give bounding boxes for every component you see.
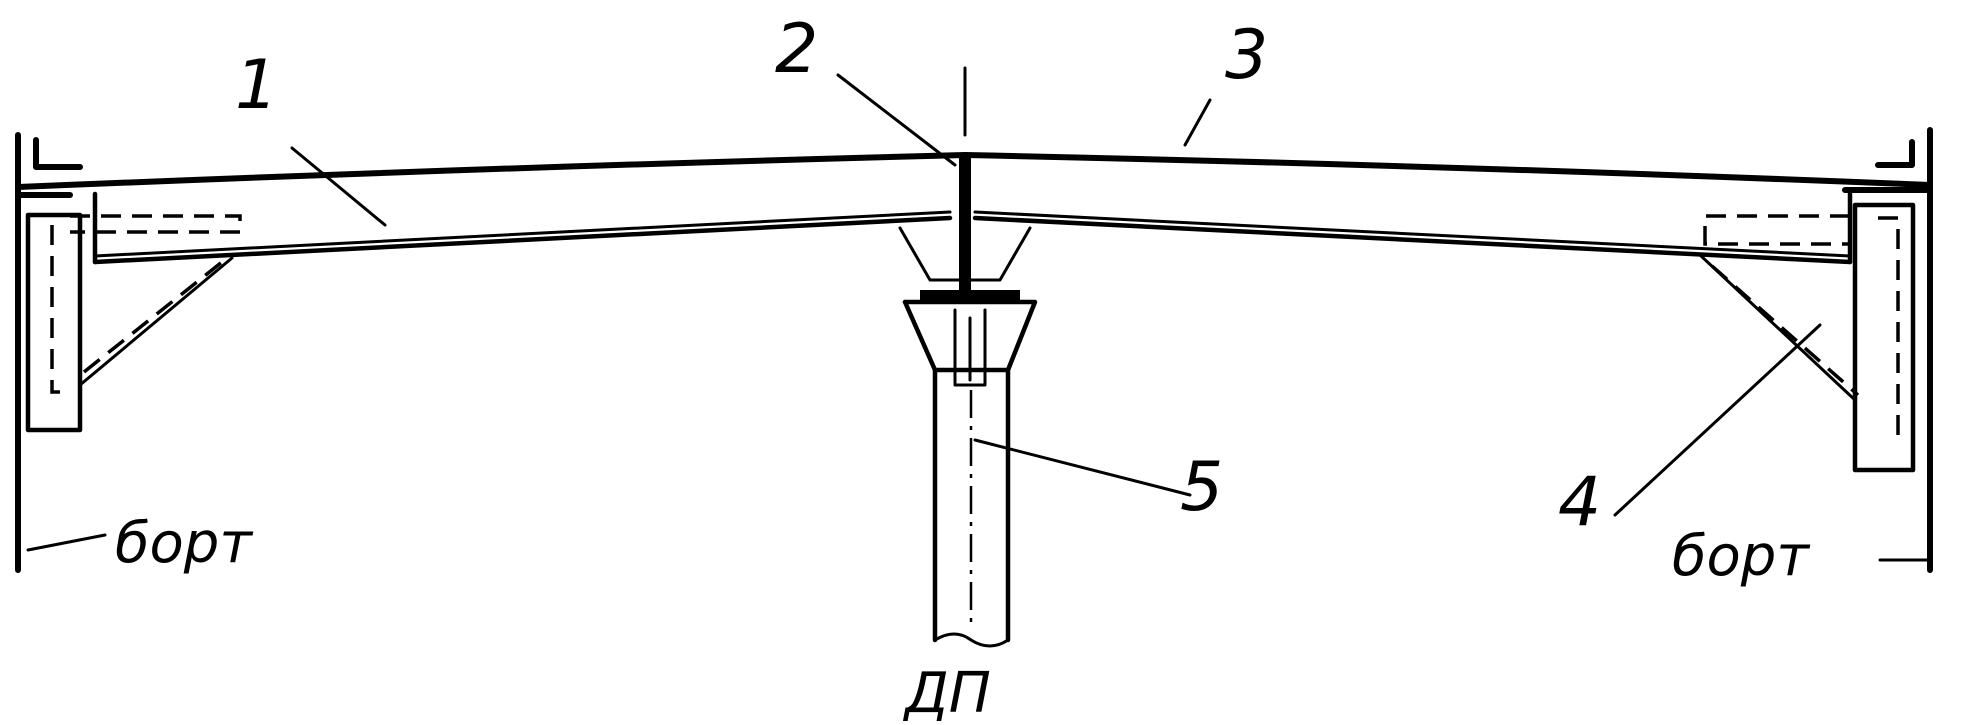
leader-lines: [26, 73, 1930, 562]
pillar: [902, 290, 1038, 648]
right-deck-beam: [962, 152, 1933, 265]
label-part-1: 1: [235, 46, 278, 125]
label-part-4: 4: [1558, 463, 1601, 542]
label-side-left: борт: [115, 511, 253, 576]
right-frame-knee: [1698, 202, 1916, 473]
right-side-shell: [1842, 127, 1933, 573]
label-side-right: борт: [1672, 524, 1810, 589]
center-girder: [898, 66, 1032, 293]
label-part-2: 2: [775, 10, 818, 89]
label-part-3: 3: [1225, 16, 1268, 95]
left-frame-knee: [25, 212, 234, 433]
left-side-shell: [15, 132, 83, 573]
label-part-5: 5: [1180, 448, 1223, 527]
label-centerline: ДП: [902, 661, 991, 725]
left-deck-beam: [15, 152, 968, 265]
